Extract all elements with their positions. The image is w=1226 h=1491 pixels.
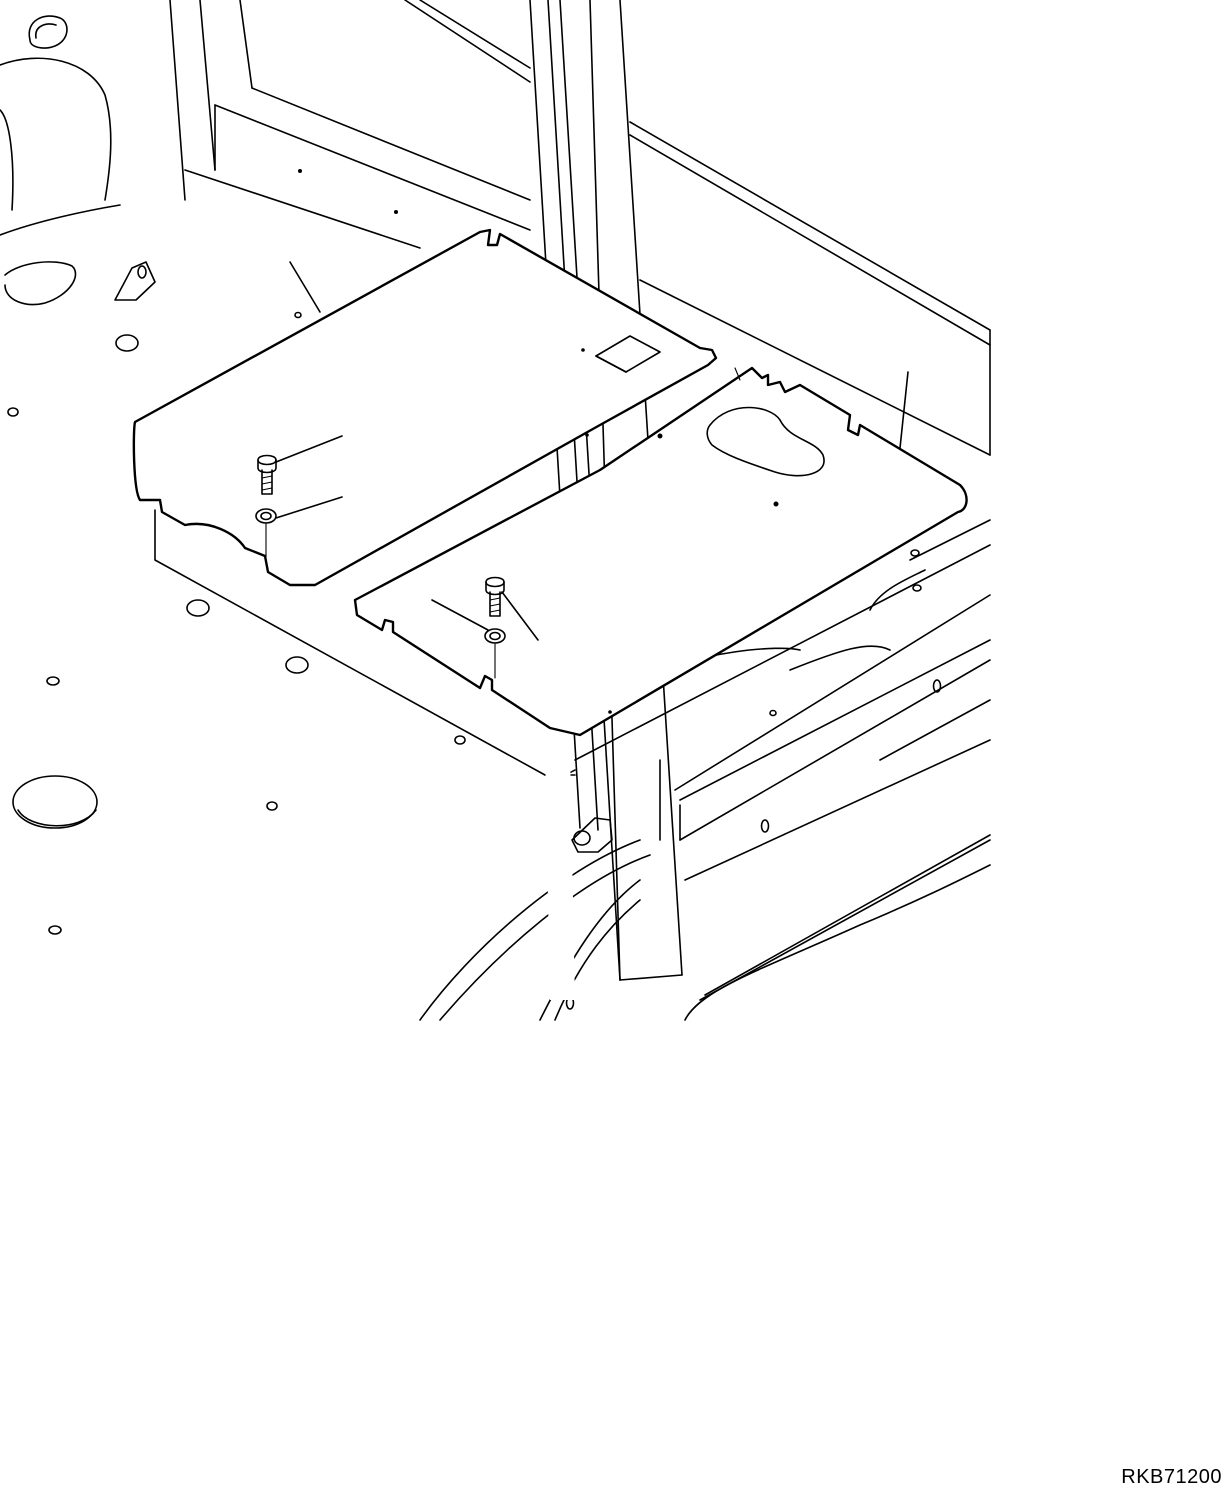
leader-lines: [275, 261, 909, 641]
cover-plate-left: [132, 228, 718, 587]
seam-marks: [581, 348, 612, 714]
cab-structure: [0, 0, 991, 1021]
cover-plate-right: [353, 366, 968, 737]
leader-cover-left: [289, 261, 321, 313]
leader-cover-right: [899, 371, 909, 449]
leader-bolt-right: [501, 591, 539, 641]
leader-washer-left: [275, 496, 343, 519]
bolt-left: [257, 454, 277, 495]
leader-bolt-left: [275, 435, 343, 463]
bolt-right: [485, 576, 505, 617]
washer-left: [255, 508, 277, 561]
washer-right: [484, 628, 506, 679]
drawing-code: RKB71200: [1121, 1466, 1222, 1488]
leader-washer-right: [431, 599, 489, 631]
